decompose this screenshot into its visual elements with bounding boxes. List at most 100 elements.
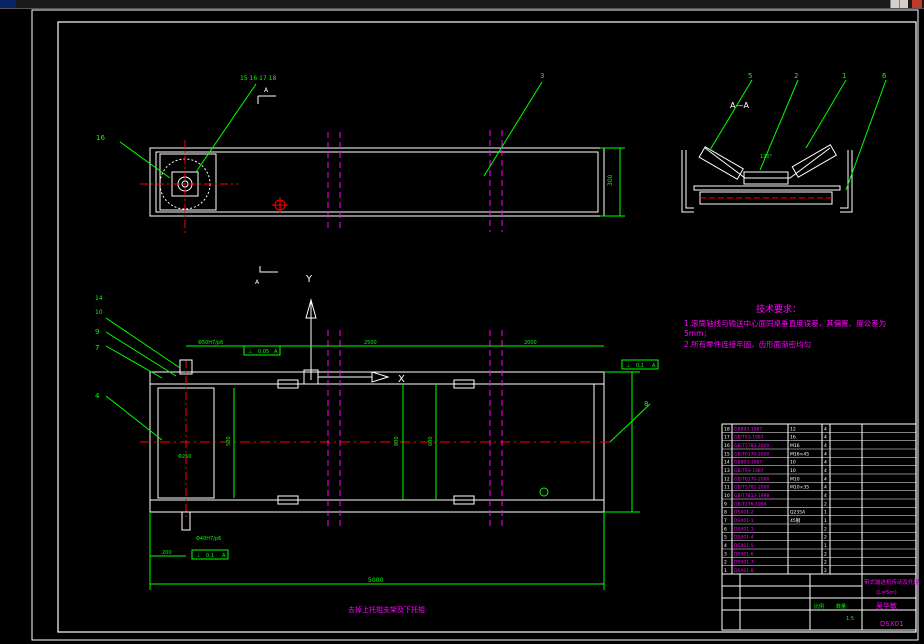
title-name-1: 带式输送机传动及托辊 xyxy=(864,578,920,586)
bom-cell-qty: 16 xyxy=(790,435,796,441)
section-marker-a-bottom: A xyxy=(255,279,260,286)
bottom-rail xyxy=(149,499,605,513)
label-6: 6 xyxy=(882,72,887,80)
bom-cell-remark: 4 xyxy=(824,476,827,482)
section-marker-a-top: A xyxy=(264,87,269,94)
bom-cell-remark: 4 xyxy=(824,485,827,491)
bom-cell-no: 11 xyxy=(724,485,730,491)
shaft-bottom xyxy=(181,511,191,531)
bom-cell-remark: 4 xyxy=(824,435,827,441)
label-16: 16 xyxy=(96,134,105,142)
label-4: 4 xyxy=(95,392,100,400)
bom-cell-qty: M10×35 xyxy=(790,485,809,491)
close-button[interactable] xyxy=(912,0,922,8)
bom-cell-remark: 4 xyxy=(824,443,827,449)
bom-cell-remark: 2 xyxy=(824,551,827,557)
label-1: 1 xyxy=(842,72,846,80)
bom-cell-no: 12 xyxy=(724,476,730,482)
shaft-top xyxy=(179,359,193,375)
title-name-2: (L=5m) xyxy=(876,590,897,596)
bom-cell-no: 8 xyxy=(724,510,727,516)
bom-cell-code: GB/T276-1994 xyxy=(734,501,767,507)
title-qty-label: 数量 xyxy=(836,603,846,610)
top-rail xyxy=(149,371,605,385)
bom-cell-no: 2 xyxy=(724,560,727,566)
svg-text:0.1: 0.1 xyxy=(636,363,644,369)
bom-cell-code: DSX01-3 xyxy=(734,526,754,532)
bom-cell-qty: Q235A xyxy=(790,510,806,516)
bom-cell-remark: 4 xyxy=(824,493,827,499)
leader-3 xyxy=(483,81,543,177)
title-drawing-no: DSX01 xyxy=(880,620,904,628)
label-3: 3 xyxy=(540,72,544,80)
sheet-inner-border xyxy=(57,21,917,633)
label-10: 10 xyxy=(95,309,103,316)
bom-cell-code: GB893-1987 xyxy=(734,460,762,466)
bom-cell-remark: 4 xyxy=(824,426,827,432)
bom-cell-code: DSX01-7 xyxy=(734,560,754,566)
bom-cell-code: DSX01-5 xyxy=(734,543,754,549)
bom-cell-code: GB/T93-1987 xyxy=(734,435,764,441)
bom-cell-remark: 1 xyxy=(824,543,827,549)
bom-cell-no: 1 xyxy=(724,568,727,574)
bom-cell-code: GB/T6170-2000 xyxy=(734,476,770,482)
bom-cell-qty: M10 xyxy=(790,476,800,482)
bom-cell-no: 16 xyxy=(724,443,730,449)
bom-cell-code: GB/T6170-2000 xyxy=(734,451,770,457)
bom-cell-qty: 10 xyxy=(790,460,796,466)
bom-cell-no: 14 xyxy=(724,460,730,466)
section-label: A—A xyxy=(730,101,749,110)
top-view: 300 15 16 17 18 3 16 A xyxy=(96,72,625,234)
tolerance-frame-bottom xyxy=(191,549,229,560)
svg-text:A: A xyxy=(652,363,656,369)
wing-idler-left xyxy=(698,146,744,180)
axis-y-label: Y xyxy=(305,274,313,285)
label-2: 2 xyxy=(794,72,798,80)
bom-cell-no: 10 xyxy=(724,493,730,499)
bom-cell-remark: 4 xyxy=(824,468,827,474)
bom-cell-remark: 4 xyxy=(824,460,827,466)
dim-pulley-dia: Φ250 xyxy=(178,454,191,460)
tech-req-line-1: 1.滚筒轴线与输送中心面同桌垂直度误差，其偏置、度公差为 xyxy=(684,318,886,328)
svg-text:A: A xyxy=(222,553,226,559)
label-5: 5 xyxy=(748,72,752,80)
maximize-button[interactable] xyxy=(899,0,908,8)
front-view: Y A X 800 600 5 xyxy=(95,266,659,614)
bom-cell-code: GB/T7813-1998 xyxy=(734,493,770,499)
bom-cell-code: DSX01-4 xyxy=(734,535,754,541)
bom-cell-remark: 2 xyxy=(824,560,827,566)
label-15-18: 15 16 17 18 xyxy=(240,75,276,82)
title-scale-label: 比例 xyxy=(814,603,824,610)
bom-cell-qty: M16 xyxy=(790,443,800,449)
bearing-block xyxy=(159,153,217,211)
bom-cell-code: DSX01-8 xyxy=(734,568,754,574)
dim-width-frame: 600 xyxy=(428,436,434,446)
bom-cell-no: 17 xyxy=(724,435,730,441)
tolerance-frame-top xyxy=(243,345,281,356)
bom-cell-no: 13 xyxy=(724,468,730,474)
wing-idler-right xyxy=(791,144,838,178)
bom-cell-no: 4 xyxy=(724,543,727,549)
svg-text:0.1: 0.1 xyxy=(206,553,214,559)
belt-profile xyxy=(704,147,831,179)
bom-cell-remark: 2 xyxy=(824,535,827,541)
bom-cell-code: DSX01-6 xyxy=(734,551,754,557)
cross-beam xyxy=(693,185,841,191)
bom-cell-remark: 2 xyxy=(824,501,827,507)
dim-height-right: 300 xyxy=(607,174,614,186)
bom-cell-no: 15 xyxy=(724,451,730,457)
minimize-button[interactable] xyxy=(890,0,899,8)
bom-cell-code: GB/T5782-2000 xyxy=(734,485,770,491)
bom-cell-no: 3 xyxy=(724,551,727,557)
label-14: 14 xyxy=(95,295,103,302)
svg-text:A: A xyxy=(274,349,278,355)
label-7: 7 xyxy=(95,344,99,352)
title-designer: 吴华敏 xyxy=(876,601,897,610)
bom-cell-qty: 10 xyxy=(790,468,796,474)
tolerance-frame-right xyxy=(621,359,659,370)
bom-cell-qty: M16×45 xyxy=(790,451,809,457)
axis-x-label: X xyxy=(398,374,405,385)
tech-req-line-3: 2.所有零件连接牢固，齿形面渐密均匀 xyxy=(684,339,811,349)
